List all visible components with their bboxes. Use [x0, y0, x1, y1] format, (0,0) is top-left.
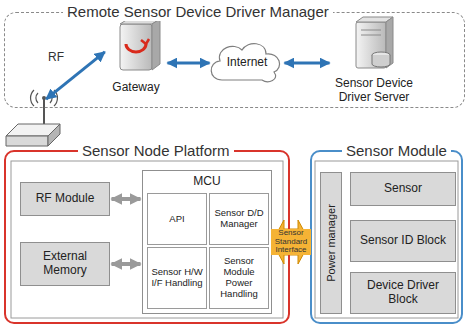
connector-arrow	[168, 62, 210, 65]
node-label: Sensor D/D Manager	[213, 208, 265, 230]
connector-arrow	[112, 262, 141, 266]
node-label: Sensor Device Driver Server	[331, 77, 417, 105]
manager-region: Remote Sensor Device Driver ManagerGatew…	[4, 12, 465, 108]
node-label: Sensor	[384, 182, 422, 196]
sensor-module-region: Sensor ModulePower managerSensorSensor I…	[310, 150, 463, 324]
memory-box: External Memory	[20, 242, 110, 286]
node-label: External Memory	[24, 250, 106, 278]
node-label: Gateway	[112, 81, 159, 95]
block-box: Device Driver Block	[350, 272, 456, 314]
node-label: Device Driver Block	[354, 279, 452, 307]
cloud-node: Internet	[211, 47, 283, 79]
node-label: Sensor H/W I/F Handling	[151, 267, 203, 289]
edge-label: Sensor Standard Interface	[271, 229, 311, 255]
connector-arrow	[285, 62, 330, 65]
node-label: MCU	[143, 171, 271, 189]
region-heading: Sensor Module	[342, 142, 451, 160]
cloud-shape	[211, 44, 279, 82]
access-point-icon	[6, 90, 60, 146]
connector-arrow	[112, 197, 141, 201]
region-heading: Sensor Node Platform	[78, 142, 234, 160]
node-label: Sensor ID Block	[360, 234, 446, 248]
connector-arrow	[46, 52, 105, 99]
power-manager-box: Power manager	[320, 172, 342, 314]
region-heading: Remote Sensor Device Driver Manager	[63, 3, 333, 21]
sensor-box: Sensor	[350, 172, 456, 206]
function-cell: API	[147, 193, 207, 245]
gateway-icon	[120, 19, 160, 70]
node-label: RF Module	[36, 192, 95, 206]
function-cell: Sensor Module Power Handling	[209, 247, 269, 309]
server-icon	[356, 17, 393, 68]
edge-label: RF	[46, 51, 66, 64]
node-label: Power manager	[325, 204, 338, 282]
interface-arrow	[272, 220, 310, 264]
mcu-box: MCU API Sensor D/D ManagerSensor H/W I/F H…	[142, 170, 272, 314]
server-node: Sensor Device Driver Server	[331, 19, 417, 105]
inner-frame	[315, 161, 458, 318]
block-box: Sensor ID Block	[350, 220, 456, 262]
node-label: Internet	[227, 56, 268, 70]
module-box: RF Module	[20, 182, 110, 216]
node-label: Sensor Module Power Handling	[213, 256, 265, 300]
platform-region: Sensor Node PlatformRF ModuleExternal Me…	[4, 150, 290, 324]
function-cell: Sensor D/D Manager	[209, 193, 269, 245]
inner-frame	[11, 161, 283, 318]
gateway-node: Gateway	[106, 23, 166, 95]
function-cell: Sensor H/W I/F Handling	[147, 247, 207, 309]
node-label: API	[169, 214, 184, 225]
